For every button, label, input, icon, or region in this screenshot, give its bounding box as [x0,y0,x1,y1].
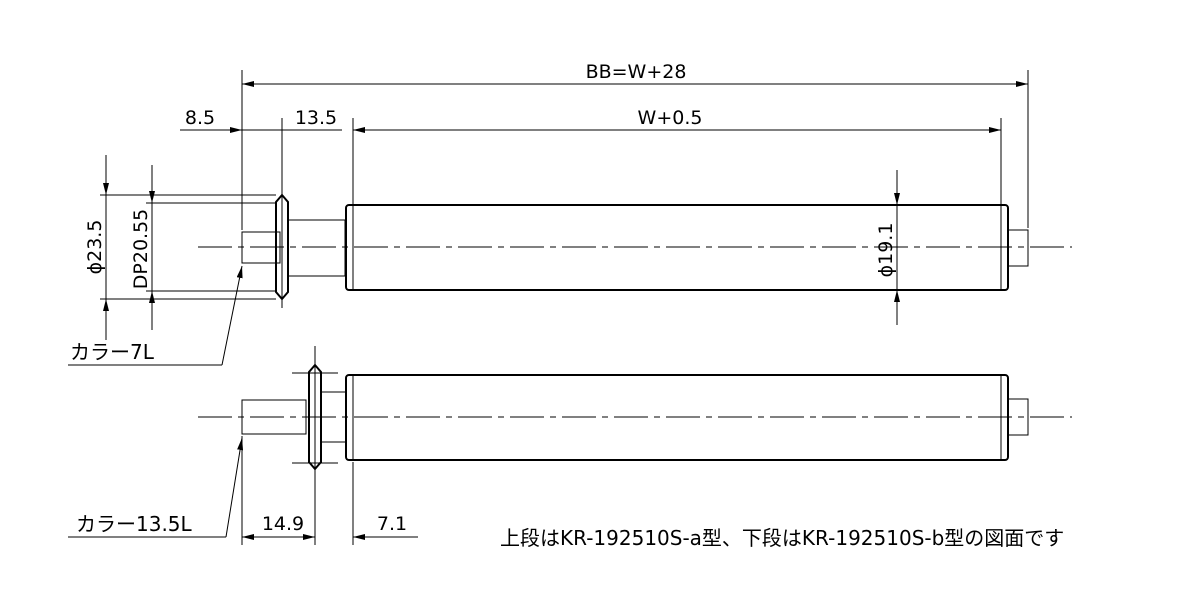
dim-left-shaft-label: 8.5 [185,107,215,129]
dim-tube-dia-label: ϕ19.1 [875,223,897,278]
top-right-shaft [1007,229,1029,267]
bottom-right-shaft [1007,398,1029,436]
dim-flange-dia-label: ϕ23.5 [84,220,106,275]
bottom-roller [198,346,1072,545]
drawing-caption: 上段はKR-192510S-a型、下段はKR-192510S-b型の図面です [500,526,1064,550]
leader-collar-top [221,265,243,366]
collar-bottom-label: カラー13.5L [76,512,193,536]
top-roller [198,190,1072,308]
bottom-left-shaft [241,399,307,435]
dim-overall-label: BB=W+28 [586,61,687,83]
top-collar [287,219,346,277]
dim-flange-offset-label: 13.5 [295,107,337,129]
dim-bottom-2-label: 7.1 [377,513,407,535]
collar-top-label: カラー7L [70,340,155,364]
leader-collar-bottom [225,437,244,538]
dim-tube-length-label: W+0.5 [638,107,703,129]
dim-bottom-1-label: 14.9 [262,513,304,535]
top-left-shaft [241,231,281,264]
dim-dp-label: DP20.55 [130,209,152,289]
